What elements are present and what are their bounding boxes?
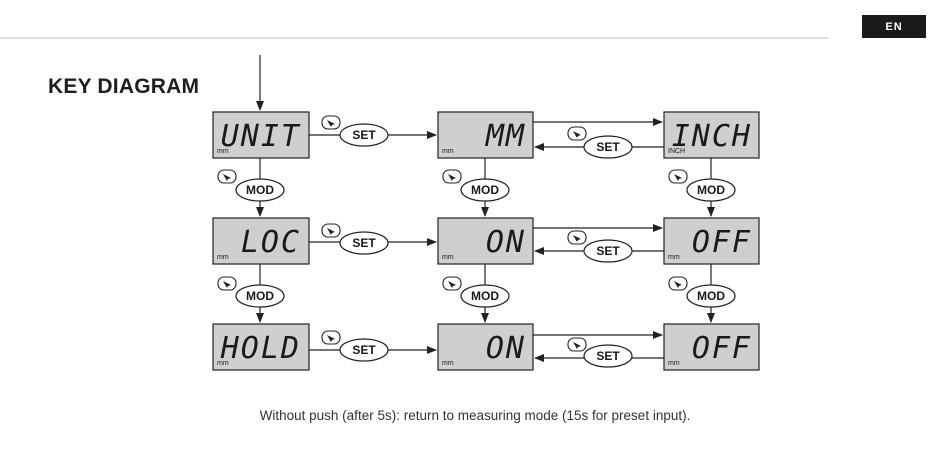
mod-button: MOD [217,169,285,202]
press-icon [448,281,456,288]
press-icon [573,131,581,138]
lcd-display: UNIT mm [212,111,310,159]
set-button: SET [321,115,389,147]
mod-button: MOD [668,276,736,308]
svg-text:mm: mm [217,360,229,367]
page-title: KEY DIAGRAM [48,75,200,98]
set-button: SET [567,126,633,159]
lcd-display: OFF mm [663,217,760,265]
set-button: SET [321,330,389,362]
svg-text:mm: mm [668,360,680,367]
svg-text:INCH: INCH [668,148,685,155]
svg-text:OFF: OFF [692,331,752,366]
press-icon [223,174,231,181]
svg-text:HOLD: HOLD [220,331,301,366]
svg-text:mm: mm [217,148,229,155]
svg-text:SET: SET [352,128,376,142]
svg-text:SET: SET [352,343,376,357]
mod-button: MOD [442,169,510,202]
svg-text:INCH: INCH [672,119,752,154]
svg-text:SET: SET [352,236,376,250]
lcd-display: ON mm [437,323,534,371]
mod-button: MOD [442,276,510,308]
press-icon [573,342,581,349]
svg-text:mm: mm [442,254,454,261]
svg-text:SET: SET [596,140,620,154]
svg-text:ON: ON [486,331,526,366]
svg-text:LOC: LOC [241,225,301,260]
set-button: SET [567,337,633,368]
svg-text:MOD: MOD [471,289,499,303]
lcd-display: INCH INCH [663,111,760,159]
header-rule [0,37,828,39]
lcd-display: HOLD mm [212,323,310,371]
lcd-display: OFF mm [663,323,760,371]
svg-text:mm: mm [442,148,454,155]
svg-text:OFF: OFF [692,225,752,260]
svg-text:MOD: MOD [246,183,274,197]
set-button: SET [321,223,389,255]
lcd-display: MM mm [437,111,534,159]
lcd-display: ON mm [437,217,534,265]
svg-text:MOD: MOD [471,183,499,197]
press-icon [448,174,456,181]
press-icon [223,281,231,288]
press-icon [674,174,682,181]
svg-text:MOD: MOD [697,183,725,197]
language-badge: EN [862,15,926,38]
svg-text:MOD: MOD [697,289,725,303]
set-button: SET [567,230,633,263]
mod-button: MOD [217,276,285,308]
lcd-display: LOC mm [212,217,310,265]
footnote-caption: Without push (after 5s): return to measu… [259,408,691,423]
svg-text:MM: MM [485,119,526,154]
press-icon [327,228,335,235]
svg-text:MOD: MOD [246,289,274,303]
svg-text:mm: mm [668,254,680,261]
svg-text:SET: SET [596,349,620,363]
press-icon [674,281,682,288]
svg-text:mm: mm [217,254,229,261]
svg-text:mm: mm [442,360,454,367]
press-icon [327,335,335,342]
press-icon [327,120,335,127]
svg-text:UNIT: UNIT [221,119,301,154]
press-icon [573,235,581,242]
svg-text:SET: SET [596,244,620,258]
svg-text:ON: ON [486,225,526,260]
mod-button: MOD [668,169,736,202]
